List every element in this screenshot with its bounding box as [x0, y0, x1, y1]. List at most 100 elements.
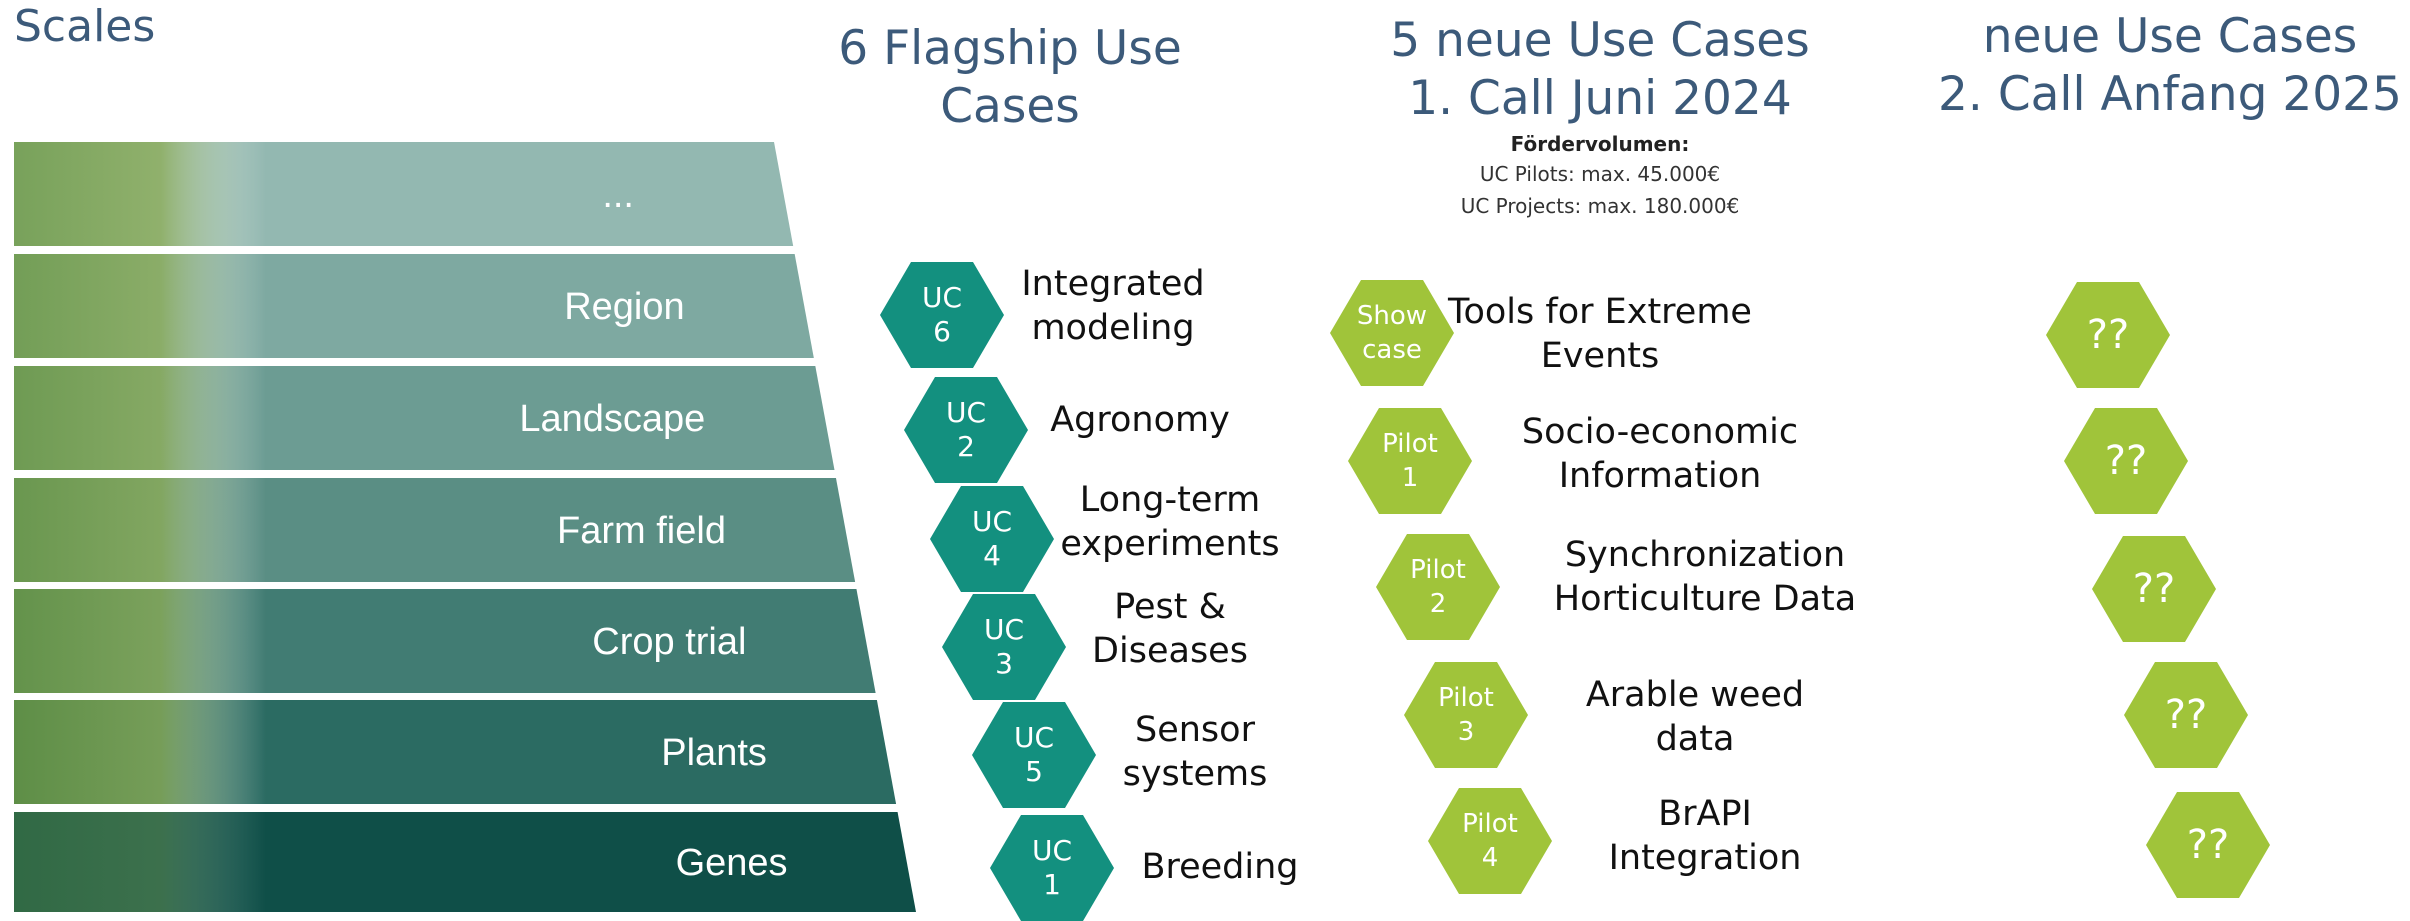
pyramid-layer-imagery-2 [14, 254, 434, 358]
pyramid-layer-imagery-4 [14, 478, 434, 582]
pyramid-layer-label: Plants [661, 732, 767, 774]
badge-line-1: Show [1356, 301, 1428, 331]
call2-title: neue Use Cases 2. Call Anfang 2025 [1930, 8, 2410, 124]
call1-title-line2: 1. Call Juni 2024 [1408, 71, 1792, 126]
label-line-1: Breeding [1141, 847, 1299, 887]
label-line-1: Long-term [1079, 480, 1261, 520]
badge-line-2: 1 [1401, 463, 1419, 493]
badge-line-2: 2 [957, 430, 975, 463]
pyramid-layer-imagery-3 [14, 366, 434, 470]
label-line-1: Synchronization [1564, 535, 1846, 575]
call2-uc-placeholder: ?? [2086, 312, 2130, 358]
label-line-1: Arable weed [1585, 675, 1805, 715]
badge-line-2: 4 [1481, 843, 1499, 873]
badge-line-1: UC [983, 613, 1025, 646]
badge-line-1: UC [945, 396, 987, 429]
call2-uc-badge-1: ?? [2046, 282, 2170, 388]
badge-line-1: UC [1013, 721, 1055, 754]
call2-uc-placeholder: ?? [2104, 438, 2148, 484]
badge-line-1: Pilot [1438, 683, 1494, 713]
flagship-uc-4-label: Pest &Diseases [1070, 585, 1270, 673]
flagship-uc-6-label: Breeding [1120, 845, 1320, 889]
badge-line-2: case [1362, 335, 1422, 365]
label-line-1: Pest & [1114, 587, 1226, 627]
label-line-1: Sensor [1135, 710, 1255, 750]
label-line-2: Integration [1608, 838, 1802, 878]
pyramid-layer-imagery-5 [14, 589, 434, 693]
call2-uc-badge-3: ?? [2092, 536, 2216, 642]
call2-uc-placeholder: ?? [2186, 822, 2230, 868]
badge-line-1: Pilot [1462, 809, 1518, 839]
call1-uc-5-badge: Pilot 4 [1428, 788, 1552, 894]
call1-uc-2-badge-text: Pilot 1 [1382, 427, 1438, 495]
call2-uc-badge-5: ?? [2146, 792, 2270, 898]
label-line-2: Horticulture Data [1553, 579, 1857, 619]
call2-uc-badge-4: ?? [2124, 662, 2248, 768]
call1-title-line1: 5 neue Use Cases [1390, 13, 1810, 68]
call1-uc-3-badge: Pilot 2 [1376, 534, 1500, 640]
badge-line-2: 5 [1025, 755, 1043, 788]
funding-projects: UC Projects: max. 180.000€ [1460, 194, 1740, 218]
label-line-1: BrAPI [1658, 794, 1752, 834]
call2-title-line2: 2. Call Anfang 2025 [1938, 67, 2402, 122]
flagship-title: 6 Flagship Use Cases [838, 21, 1182, 134]
badge-line-1: Pilot [1410, 555, 1466, 585]
scales-title: Scales [14, 1, 156, 52]
pyramid-layer-label: Landscape [519, 398, 705, 440]
badge-line-1: Pilot [1382, 429, 1438, 459]
badge-line-2: 1 [1043, 868, 1061, 901]
pyramid-layer-imagery-6 [14, 700, 434, 804]
label-line-2: experiments [1060, 524, 1280, 564]
flagship-uc-2-label: Agronomy [1030, 398, 1250, 442]
call1-title: 5 neue Use Cases 1. Call Juni 2024 [1370, 12, 1830, 128]
badge-line-2: 3 [995, 647, 1013, 680]
call2-uc-badge-2: ?? [2064, 408, 2188, 514]
pyramid-layer-label: Farm field [557, 510, 726, 552]
pyramid-layer-label: Crop trial [592, 621, 746, 663]
funding-pilots: UC Pilots: max. 45.000€ [1479, 162, 1721, 186]
pyramid-layer-label: ... [602, 174, 634, 216]
label-line-2: data [1655, 719, 1735, 759]
label-line-1: Socio-economic [1521, 412, 1799, 452]
label-line-2: systems [1122, 754, 1268, 794]
call2-title-line1: neue Use Cases [1982, 9, 2358, 64]
label-line-2: Information [1558, 456, 1762, 496]
pyramid-layer-imagery-1 [14, 142, 434, 246]
call1-uc-3-badge-text: Pilot 2 [1410, 553, 1466, 621]
label-line-2: Events [1540, 336, 1660, 376]
call1-uc-2-badge: Pilot 1 [1348, 408, 1472, 514]
call1-uc-1-badge: Show case [1330, 280, 1454, 386]
call2-uc-placeholder: ?? [2132, 566, 2176, 612]
badge-line-2: 6 [933, 315, 951, 348]
funding-heading: Fördervolumen: [1510, 132, 1690, 156]
badge-line-2: 4 [983, 539, 1001, 572]
badge-line-2: 2 [1429, 589, 1447, 619]
label-line-1: Agronomy [1050, 400, 1230, 440]
label-line-1: Tools for Extreme [1448, 292, 1752, 332]
label-line-1: Integrated [1021, 264, 1205, 304]
call2-uc-placeholder: ?? [2164, 692, 2208, 738]
badge-line-1: UC [971, 505, 1013, 538]
label-line-2: Diseases [1092, 631, 1248, 671]
pyramid-layer-label: Region [564, 286, 684, 328]
